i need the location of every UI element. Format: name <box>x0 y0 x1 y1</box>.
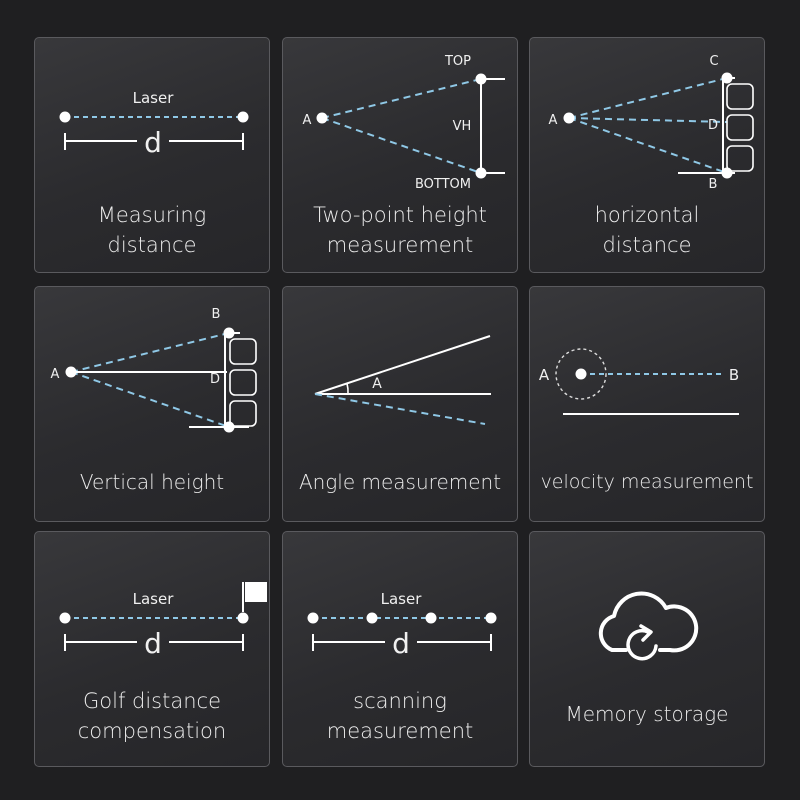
golf-flag-icon <box>245 582 267 602</box>
scanning-measurement-diagram: Laser d <box>307 590 497 660</box>
caption-line1: Golf distance <box>82 689 221 713</box>
card-velocity-measurement: A B velocity measurement <box>529 286 765 522</box>
point-a-label: A <box>303 113 312 128</box>
caption-line2: distance <box>107 233 197 257</box>
measuring-distance-diagram: Laser d <box>59 89 249 159</box>
laser-label: Laser <box>133 590 175 608</box>
vertical-height-diagram: A B D <box>51 307 257 433</box>
top-label: TOP <box>444 54 471 69</box>
caption-line1: horizontal <box>594 203 700 227</box>
caption: Angle measurement <box>298 470 502 494</box>
point-a-label: A <box>539 366 550 384</box>
caption: velocity measurement <box>540 471 754 493</box>
card-angle-measurement: A Angle measurement <box>282 286 518 522</box>
card-memory-storage: Memory storage <box>529 531 765 767</box>
card-golf-distance: Laser d Golf distance compensation <box>34 531 270 767</box>
bottom-label: BOTTOM <box>415 177 471 192</box>
caption-line2: compensation <box>77 719 227 743</box>
caption: Vertical height <box>79 470 225 494</box>
laser-label: Laser <box>133 89 175 107</box>
point-a-label: A <box>549 113 558 128</box>
point-d-label: D <box>708 118 718 133</box>
horizontal-distance-diagram: A C D B <box>549 54 754 192</box>
velocity-measurement-diagram: A B <box>539 348 739 415</box>
card-vertical-height: A B D Vertical height <box>34 286 270 522</box>
card-measuring-distance: Laser d Measuring distance <box>34 37 270 273</box>
angle-a-label: A <box>372 376 382 392</box>
distance-d-label: d <box>144 627 162 660</box>
angle-measurement-diagram: A <box>314 335 491 425</box>
point-b-label: B <box>709 177 718 192</box>
distance-d-label: d <box>392 627 410 660</box>
point-a-label: A <box>51 367 60 382</box>
distance-d-label: d <box>144 126 162 159</box>
point-b-label: B <box>212 307 221 322</box>
caption-line2: measurement <box>326 233 474 257</box>
point-d-label: D <box>210 372 220 387</box>
cloud-upload-icon <box>598 591 699 661</box>
vh-label: VH <box>453 119 472 134</box>
caption-line2: measurement <box>326 719 474 743</box>
golf-distance-diagram: Laser d <box>59 582 267 660</box>
laser-label: Laser <box>381 590 423 608</box>
caption-line1: Measuring <box>97 203 207 227</box>
caption-line1: Two-point height <box>313 203 487 227</box>
caption-line1: scanning <box>353 689 447 713</box>
card-horizontal-distance: A C D B horizontal distance <box>529 37 765 273</box>
point-c-label: C <box>709 54 718 69</box>
caption: Memory storage <box>565 702 729 726</box>
two-point-height-diagram: A TOP VH BOTTOM <box>303 54 505 192</box>
point-b-label: B <box>729 366 739 384</box>
card-scanning-measurement: Laser d scanning measurement <box>282 531 518 767</box>
card-two-point-height: A TOP VH BOTTOM Two-point height measure… <box>282 37 518 273</box>
caption-line2: distance <box>602 233 692 257</box>
